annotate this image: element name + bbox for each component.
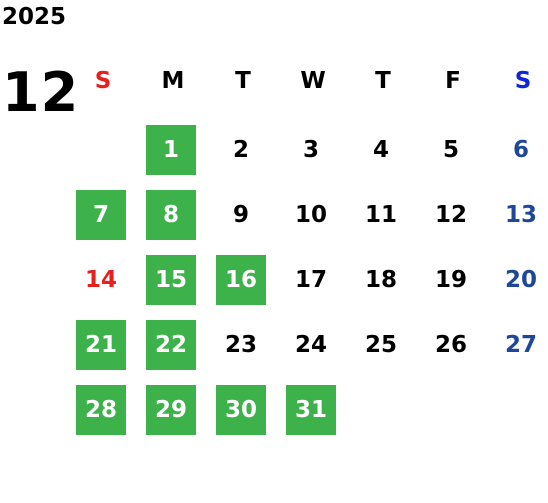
date-cell-11[interactable]: 11	[364, 202, 397, 228]
date-cell-13[interactable]: 13	[504, 202, 537, 228]
date-cell-19[interactable]: 19	[434, 267, 467, 293]
date-cell-21[interactable]: 21	[76, 320, 126, 370]
date-cell-17[interactable]: 17	[294, 267, 327, 293]
date-cell-1[interactable]: 1	[146, 125, 196, 175]
date-cell-10[interactable]: 10	[294, 202, 327, 228]
month-number: 12	[2, 61, 80, 124]
weekday-header-mon: M	[161, 68, 185, 94]
date-cell-20[interactable]: 20	[504, 267, 537, 293]
year-label: 2025	[2, 4, 67, 30]
date-cell-31[interactable]: 31	[286, 385, 336, 435]
date-cell-26[interactable]: 26	[434, 332, 467, 358]
date-cell-25[interactable]: 25	[364, 332, 397, 358]
date-cell-30[interactable]: 30	[216, 385, 266, 435]
date-cell-28[interactable]: 28	[76, 385, 126, 435]
date-cell-27[interactable]: 27	[504, 332, 537, 358]
date-cell-23[interactable]: 23	[224, 332, 257, 358]
weekday-header-sun: S	[94, 68, 112, 94]
weekday-header-sat: S	[514, 68, 532, 94]
weekday-header-wed: W	[300, 68, 326, 94]
date-cell-2[interactable]: 2	[232, 137, 249, 163]
date-cell-3[interactable]: 3	[302, 137, 319, 163]
date-cell-18[interactable]: 18	[364, 267, 397, 293]
date-cell-22[interactable]: 22	[146, 320, 196, 370]
date-cell-6[interactable]: 6	[512, 137, 529, 163]
date-cell-7[interactable]: 7	[76, 190, 126, 240]
weekday-header-thu: T	[375, 68, 391, 94]
date-cell-12[interactable]: 12	[434, 202, 467, 228]
date-cell-29[interactable]: 29	[146, 385, 196, 435]
date-cell-8[interactable]: 8	[146, 190, 196, 240]
weekday-header-fri: F	[445, 68, 461, 94]
date-cell-15[interactable]: 15	[146, 255, 196, 305]
date-cell-9[interactable]: 9	[232, 202, 249, 228]
date-cell-24[interactable]: 24	[294, 332, 327, 358]
date-cell-16[interactable]: 16	[216, 255, 266, 305]
weekday-header-tue: T	[235, 68, 251, 94]
date-cell-4[interactable]: 4	[372, 137, 389, 163]
date-cell-5[interactable]: 5	[442, 137, 459, 163]
date-cell-14[interactable]: 14	[84, 267, 117, 293]
